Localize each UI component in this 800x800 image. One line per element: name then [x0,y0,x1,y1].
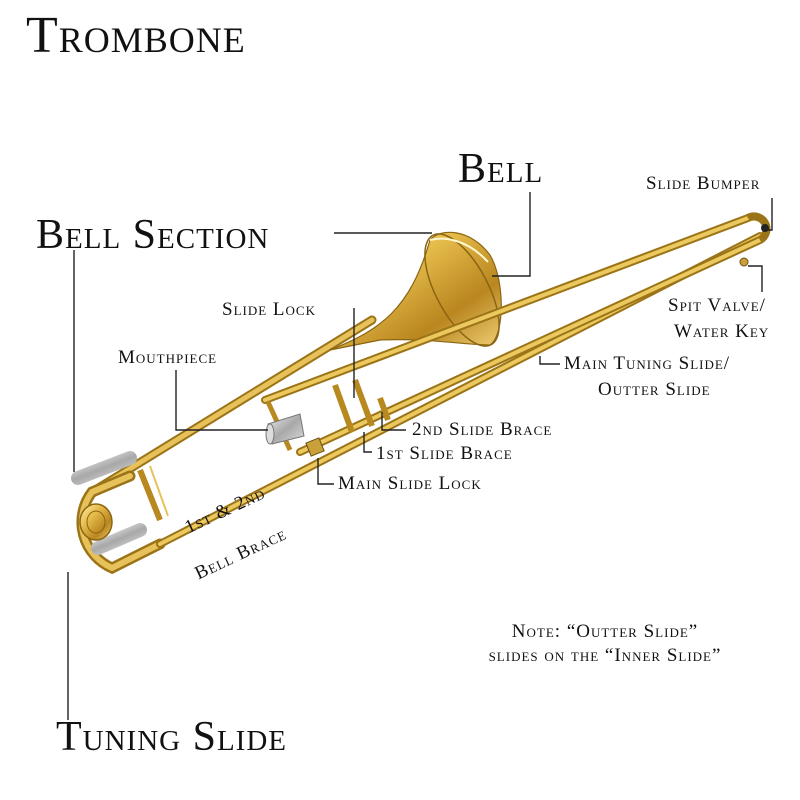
label-slide-lock: Slide Lock [222,300,316,319]
label-tuning-slide: Tuning Slide [56,716,287,758]
label-1st-slide-brace: 1st Slide Brace [376,444,513,463]
label-2nd-slide-brace: 2nd Slide Brace [412,420,552,439]
note-line2: slides on the “Inner Slide” [440,644,770,668]
note-line1: Note: “Outter Slide” [440,620,770,644]
mouthpiece [266,414,304,444]
label-slide-bumper: Slide Bumper [646,174,760,193]
label-bell-section: Bell Section [36,214,269,256]
tuning-slide [78,458,168,568]
page-title: Trombone [26,10,246,62]
label-water-key: Water Key [674,322,769,341]
label-mouthpiece: Mouthpiece [118,348,217,367]
label-bell: Bell [458,148,543,190]
note-block: Note: “Outter Slide” slides on the “Inne… [440,620,770,668]
label-spit-valve: Spit Valve/ [668,296,766,315]
label-main-tuning-slide: Main Tuning Slide/ [564,354,730,373]
label-outter-slide: Outter Slide [598,380,711,399]
label-main-slide-lock: Main Slide Lock [338,474,482,493]
